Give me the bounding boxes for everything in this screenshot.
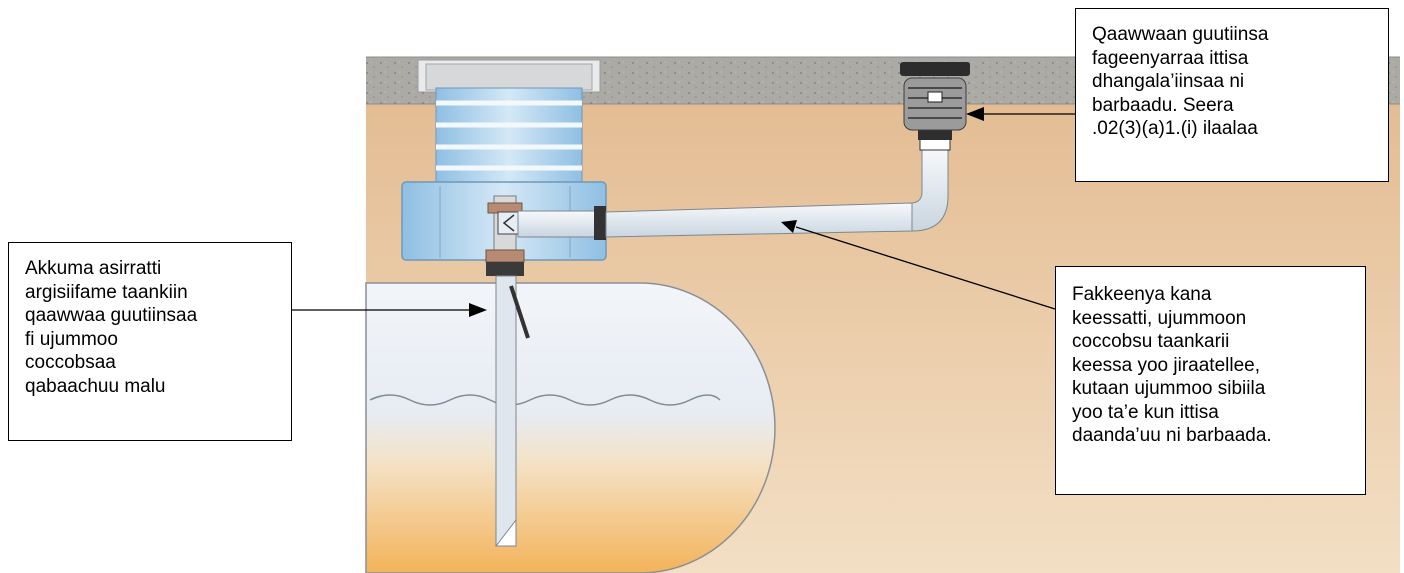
liquid-level bbox=[369, 394, 721, 406]
storage-tank bbox=[365, 282, 776, 573]
leader-top-right bbox=[966, 107, 1075, 121]
remote-fill-port bbox=[900, 62, 970, 151]
callout-remote-fill-port: Qaawwaan guutiinsa fageenyarraa ittisa d… bbox=[1075, 8, 1389, 182]
callout-metal-pipe: Fakkeenya kana keessatti, ujummoon cocco… bbox=[1055, 266, 1366, 495]
leader-left bbox=[292, 303, 487, 317]
remote-fill-pipe bbox=[517, 147, 949, 240]
callout-fill-pipe: Akkuma asirratti argisiifame taankiin qa… bbox=[8, 242, 292, 441]
sump-riser bbox=[435, 87, 583, 187]
leader-right bbox=[781, 220, 1056, 310]
valve-icon bbox=[497, 211, 521, 235]
overfill-flapper bbox=[509, 285, 530, 339]
drop-tube bbox=[495, 275, 517, 547]
